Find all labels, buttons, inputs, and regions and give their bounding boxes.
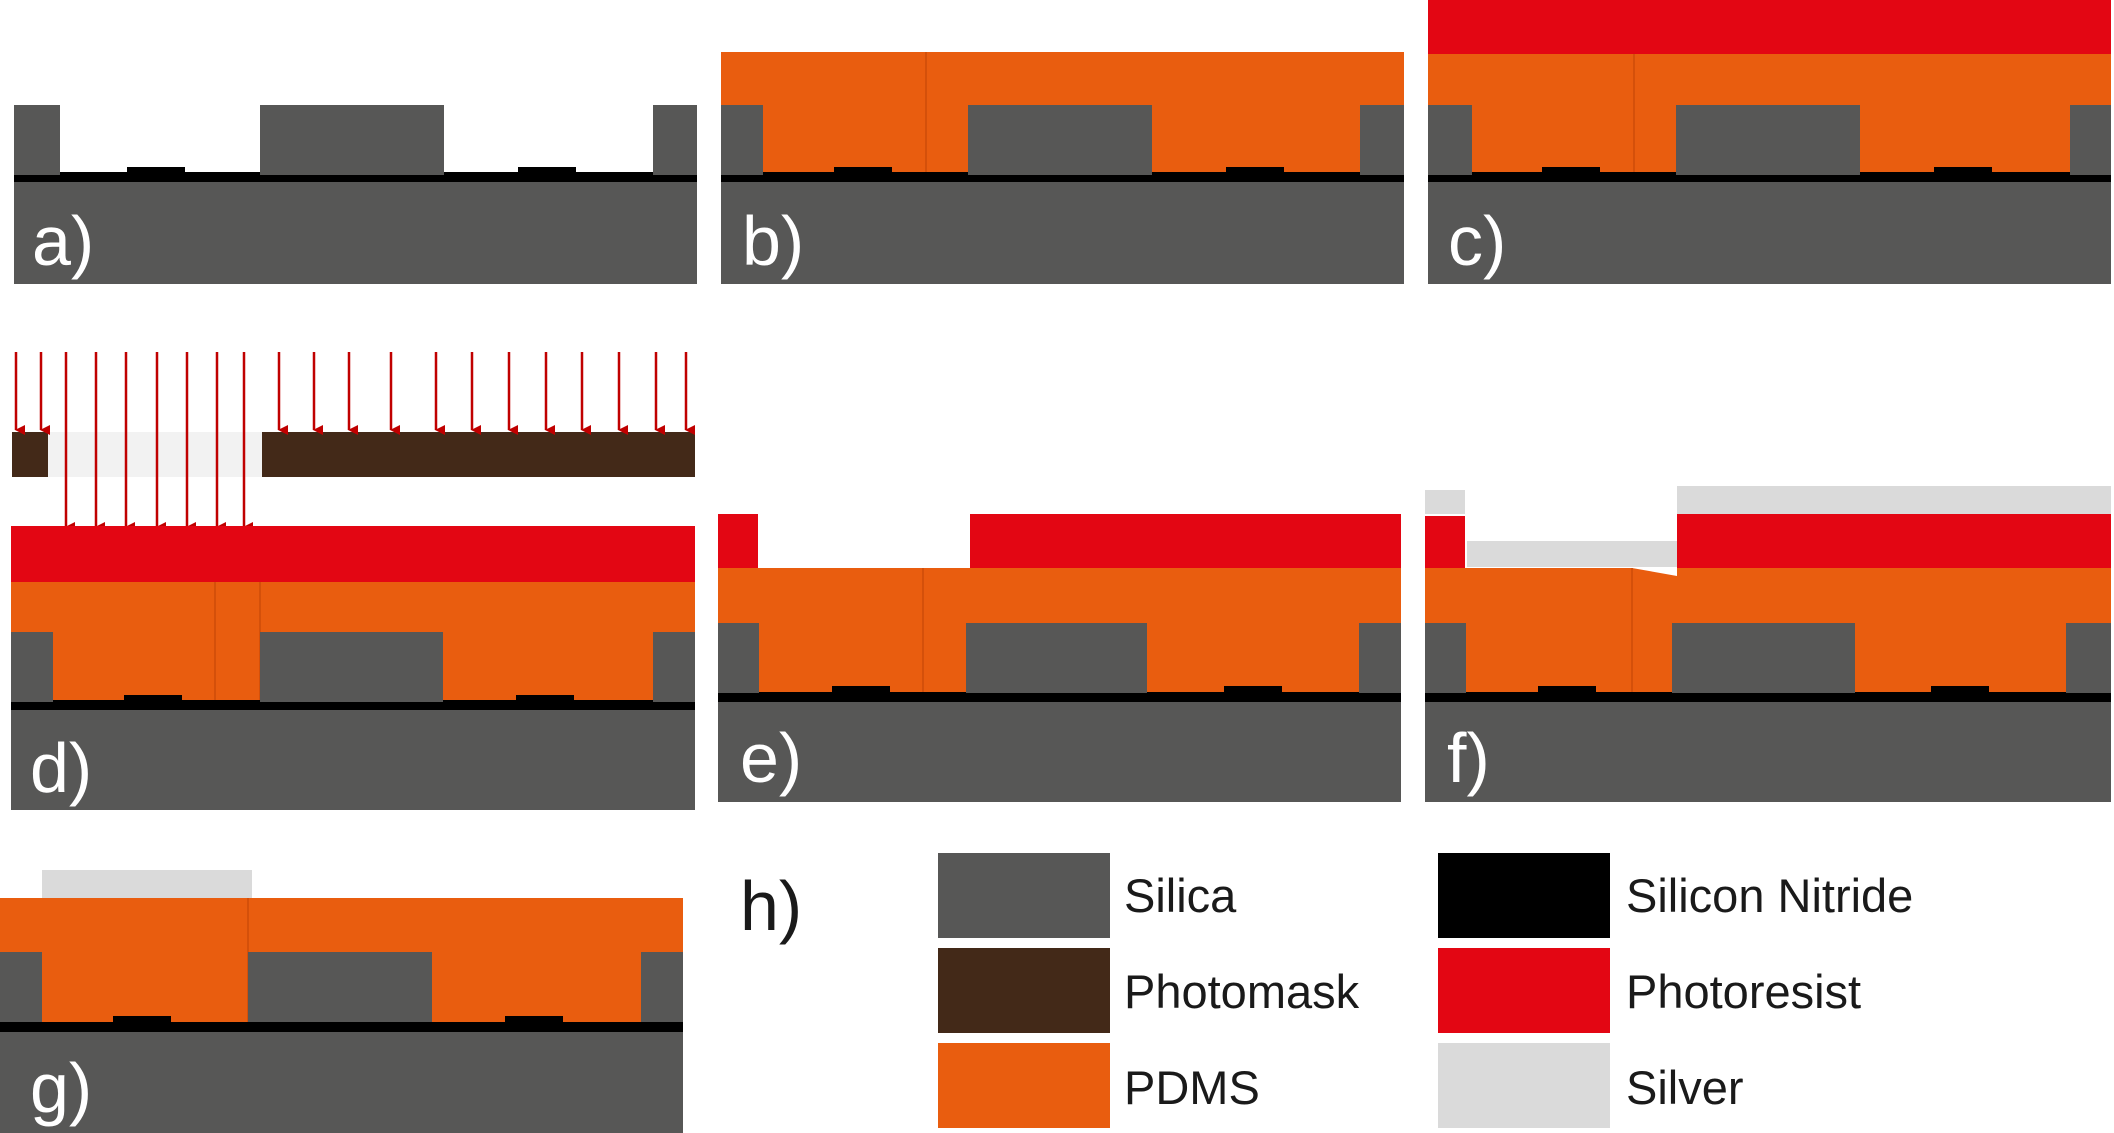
legend-label: h) bbox=[740, 867, 802, 945]
nitride-waveguide bbox=[518, 167, 576, 175]
panel-b: b) bbox=[721, 52, 1404, 284]
nitride-waveguide bbox=[1934, 167, 1992, 175]
photoresist-block bbox=[1425, 516, 1465, 568]
photoresist-block bbox=[970, 514, 1401, 568]
nitride-waveguide bbox=[1538, 686, 1596, 694]
panel-label: e) bbox=[740, 719, 802, 797]
panel-label: d) bbox=[30, 729, 92, 807]
panel-c: c) bbox=[1428, 0, 2111, 284]
legend-item-label: Silver bbox=[1626, 1061, 1744, 1114]
silica-post bbox=[1360, 105, 1404, 175]
nitride-waveguide bbox=[124, 695, 182, 703]
photoresist-layer bbox=[11, 526, 695, 582]
silica-post bbox=[2066, 623, 2111, 693]
panel-e: e) bbox=[718, 514, 1401, 802]
nitride-waveguide bbox=[1224, 686, 1282, 694]
silicon-nitride-layer bbox=[1425, 692, 2111, 702]
silica-post bbox=[1359, 623, 1401, 693]
legend-item-label: Silica bbox=[1124, 869, 1237, 922]
silica-post bbox=[718, 623, 759, 693]
silica-post bbox=[1672, 623, 1855, 693]
legend: h) Silica Photomask PDMS Silicon Nitride… bbox=[740, 853, 1913, 1128]
silica-post bbox=[11, 632, 53, 702]
silica-post bbox=[653, 105, 697, 175]
nitride-waveguide bbox=[1931, 686, 1989, 694]
silica-post bbox=[653, 632, 695, 702]
silver-layer bbox=[1467, 541, 1677, 567]
silica-post bbox=[968, 105, 1152, 175]
silver-layer bbox=[42, 870, 252, 898]
legend-item-label: Photoresist bbox=[1626, 965, 1861, 1018]
nitride-waveguide bbox=[516, 695, 574, 703]
photomask-block bbox=[262, 432, 695, 477]
silica-substrate bbox=[14, 180, 697, 284]
silica-post bbox=[260, 105, 444, 175]
pdms-notch bbox=[1632, 568, 1677, 576]
legend-swatch-photoresist bbox=[1438, 948, 1610, 1033]
silicon-nitride-layer bbox=[14, 172, 697, 182]
photoresist-block bbox=[1677, 514, 2111, 568]
nitride-waveguide bbox=[1542, 167, 1600, 175]
silica-substrate bbox=[11, 708, 695, 810]
nitride-waveguide bbox=[832, 686, 890, 694]
silica-substrate bbox=[1428, 180, 2111, 284]
panel-a: a) bbox=[14, 105, 697, 284]
silicon-nitride-layer bbox=[721, 172, 1404, 182]
silica-substrate bbox=[721, 180, 1404, 284]
legend-item-label: Silicon Nitride bbox=[1626, 869, 1913, 922]
photoresist-layer bbox=[1428, 0, 2111, 54]
silica-post bbox=[260, 632, 443, 702]
nitride-waveguide bbox=[127, 167, 185, 175]
silica-post bbox=[966, 623, 1147, 693]
legend-item-label: Photomask bbox=[1124, 965, 1360, 1018]
silica-post bbox=[14, 105, 60, 175]
legend-swatch-nitride bbox=[1438, 853, 1610, 938]
legend-swatch-pdms bbox=[938, 1043, 1110, 1128]
panel-label: a) bbox=[32, 202, 94, 280]
panel-label: g) bbox=[30, 1049, 92, 1127]
silica-post bbox=[721, 105, 763, 175]
silica-post bbox=[1676, 105, 1860, 175]
panel-d: d) bbox=[11, 352, 695, 810]
silicon-nitride-layer bbox=[0, 1022, 683, 1032]
silica-post bbox=[0, 952, 42, 1022]
panel-label: c) bbox=[1448, 202, 1506, 280]
silica-post bbox=[2070, 105, 2111, 175]
silver-layer bbox=[1677, 486, 2111, 514]
silica-post bbox=[641, 952, 683, 1022]
nitride-waveguide bbox=[505, 1016, 563, 1024]
photomask-clear-window bbox=[48, 432, 262, 477]
panel-label: f) bbox=[1447, 719, 1490, 797]
silica-post bbox=[248, 952, 432, 1022]
silica-substrate bbox=[718, 700, 1401, 802]
legend-swatch-photomask bbox=[938, 948, 1110, 1033]
silver-layer bbox=[1425, 490, 1465, 514]
nitride-waveguide bbox=[113, 1016, 171, 1024]
photomask-block bbox=[12, 432, 48, 477]
silica-substrate bbox=[1425, 700, 2111, 802]
uv-light-arrows bbox=[14, 352, 695, 532]
silica-post bbox=[1425, 623, 1466, 693]
silicon-nitride-layer bbox=[718, 692, 1401, 702]
silicon-nitride-layer bbox=[1428, 172, 2111, 182]
panel-g: g) bbox=[0, 870, 683, 1133]
nitride-waveguide bbox=[834, 167, 892, 175]
silica-substrate bbox=[0, 1030, 683, 1133]
legend-swatch-silica bbox=[938, 853, 1110, 938]
nitride-waveguide bbox=[1226, 167, 1284, 175]
silicon-nitride-layer bbox=[11, 700, 695, 710]
photoresist-block bbox=[718, 514, 758, 568]
silica-post bbox=[1428, 105, 1472, 175]
panel-label: b) bbox=[742, 202, 804, 280]
legend-item-label: PDMS bbox=[1124, 1061, 1260, 1114]
panel-f: f) bbox=[1425, 486, 2111, 802]
legend-swatch-silver bbox=[1438, 1043, 1610, 1128]
